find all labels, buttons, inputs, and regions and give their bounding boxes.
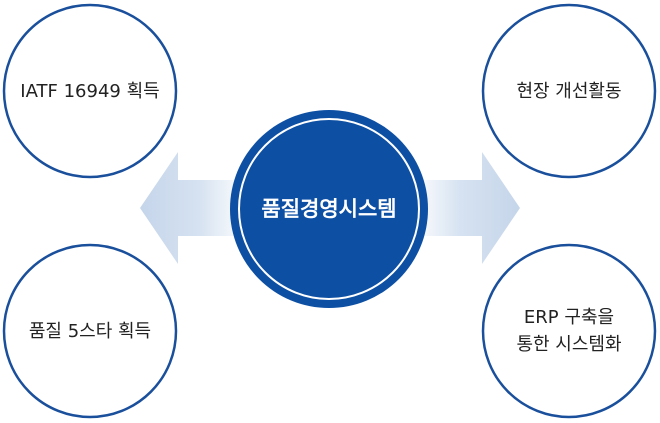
node-label: 품질 5스타 획득 bbox=[29, 321, 151, 342]
node-circle bbox=[481, 243, 657, 419]
node-label-line-1: ERP 구축을 bbox=[524, 307, 614, 328]
node-circle bbox=[481, 3, 657, 179]
right-arrow bbox=[412, 152, 520, 264]
center-inner-ring bbox=[238, 118, 420, 300]
node-label: 현장 개선활동 bbox=[516, 81, 621, 102]
node-top-right: 현장 개선활동 bbox=[481, 3, 657, 179]
node-label: IATF 16949 획득 bbox=[20, 81, 159, 102]
node-top-left: IATF 16949 획득 bbox=[2, 3, 178, 179]
node-bottom-right: ERP 구축을 통한 시스템화 bbox=[481, 243, 657, 419]
node-bottom-left: 품질 5스타 획득 bbox=[2, 243, 178, 419]
node-circle bbox=[2, 243, 178, 419]
node-circle bbox=[2, 3, 178, 179]
left-arrow bbox=[140, 152, 248, 264]
center-label: 품질경영시스템 bbox=[261, 197, 396, 221]
center-circle bbox=[230, 110, 428, 308]
center-node: 품질경영시스템 bbox=[230, 110, 428, 308]
node-label-line-2: 통한 시스템화 bbox=[516, 334, 621, 355]
